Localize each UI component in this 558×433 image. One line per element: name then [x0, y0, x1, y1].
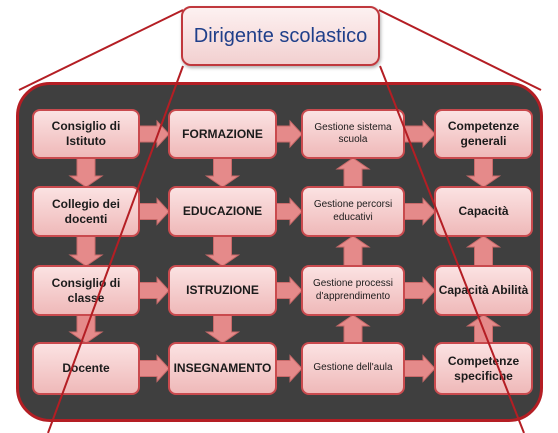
node-c3-r3: Gestione processi d'apprendimento	[301, 265, 405, 316]
node-c3-r4: Gestione dell'aula	[301, 342, 405, 395]
node-c1-r3: Consiglio di classe	[32, 265, 140, 316]
node-c3-r1: Gestione sistema scuola	[301, 109, 405, 159]
node-c1-r2: Collegio dei docenti	[32, 186, 140, 237]
node-c2-r4: INSEGNAMENTO	[168, 342, 277, 395]
node-c2-r3: ISTRUZIONE	[168, 265, 277, 316]
node-c2-r2: EDUCAZIONE	[168, 186, 277, 237]
node-c1-r4: Docente	[32, 342, 140, 395]
connector-top-right	[378, 9, 542, 91]
title-text: Dirigente scolastico	[193, 24, 368, 47]
node-c4-r1: Competenze generali	[434, 109, 533, 159]
node-c4-r4: Competenze specifiche	[434, 342, 533, 395]
connector-top-left	[18, 9, 184, 91]
node-c4-r3: Capacità Abilità	[434, 265, 533, 316]
node-c1-r1: Consiglio di Istituto	[32, 109, 140, 159]
node-c2-r1: FORMAZIONE	[168, 109, 277, 159]
node-c4-r2: Capacità	[434, 186, 533, 237]
title-box: Dirigente scolastico	[181, 6, 380, 66]
node-c3-r2: Gestione percorsi educativi	[301, 186, 405, 237]
